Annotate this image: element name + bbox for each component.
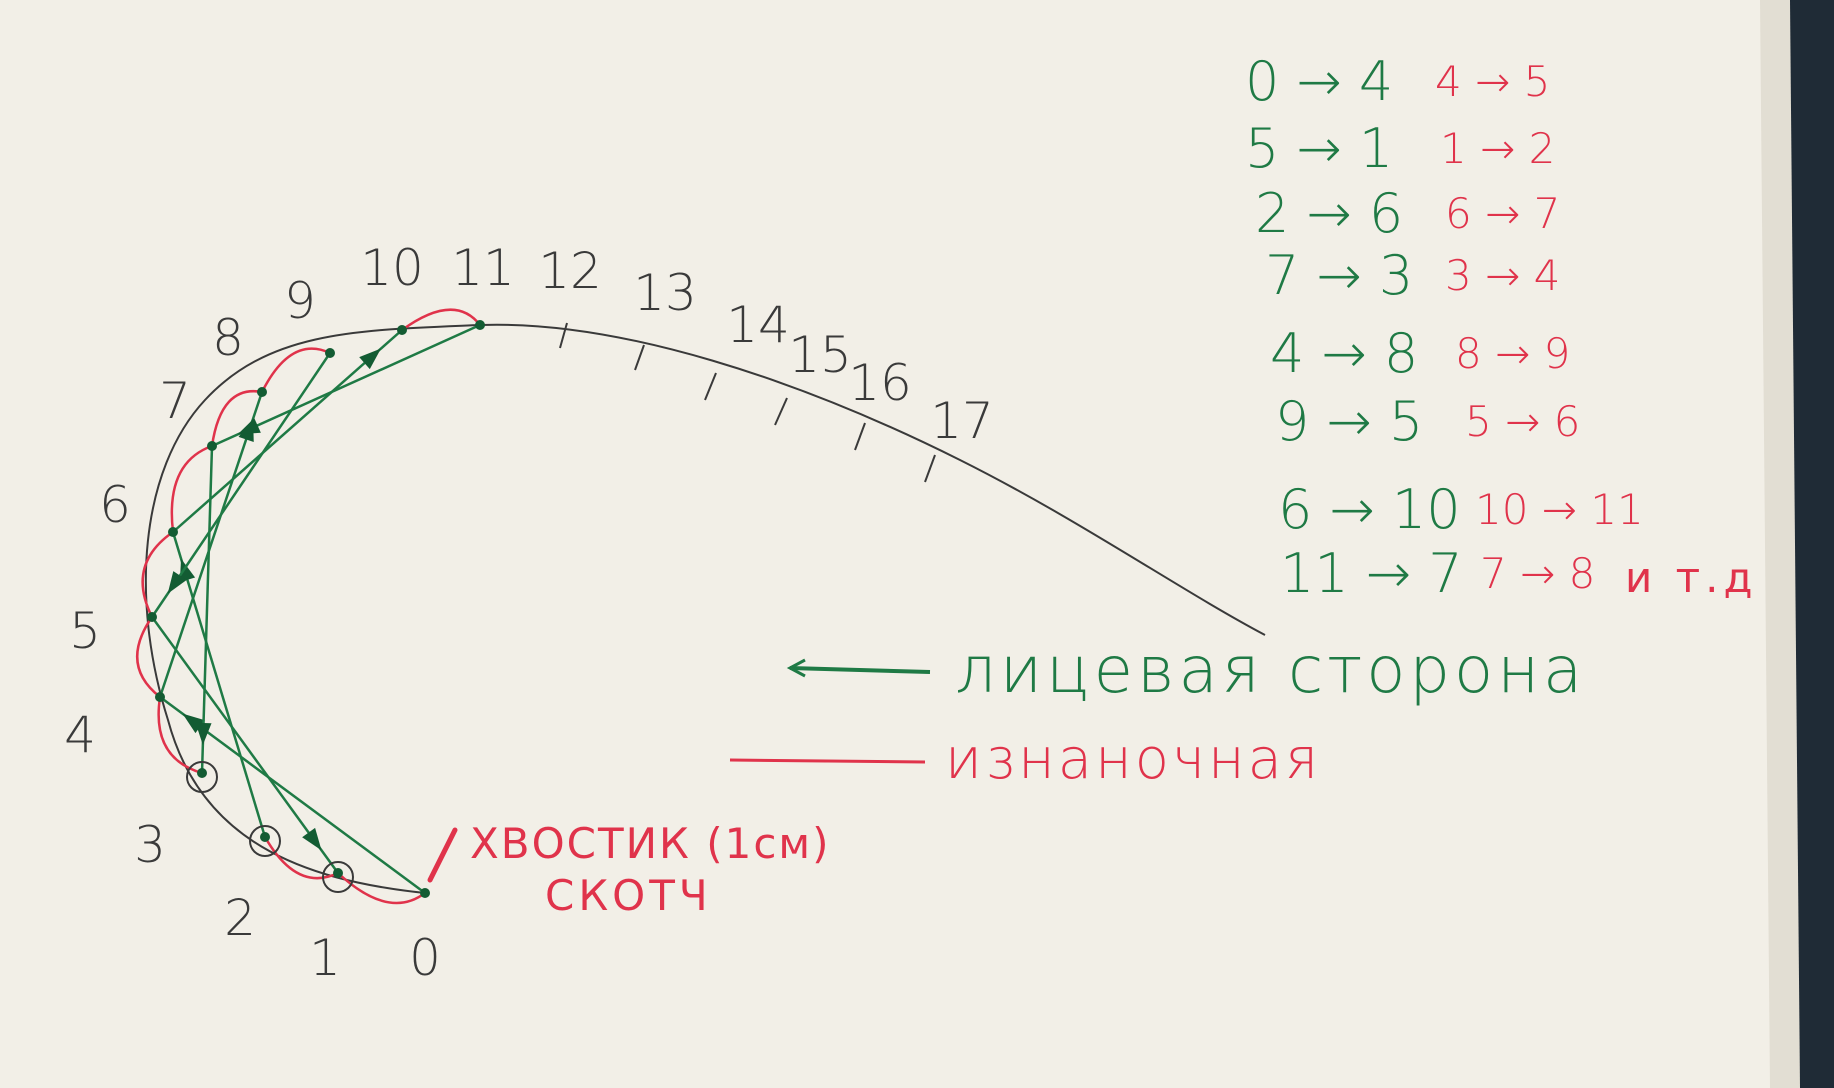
point-dot-10 xyxy=(397,325,407,335)
red-hop-1-2 xyxy=(263,836,339,880)
green-thread-2-6 xyxy=(171,531,267,838)
red-step-2: 6 → 7 xyxy=(1445,189,1560,238)
green-arrowhead-5-1 xyxy=(302,827,322,851)
green-arrowhead-6-10 xyxy=(359,348,382,370)
point-label-12: 12 xyxy=(538,242,602,300)
point-dot-2 xyxy=(260,832,270,842)
red-step-3: 3 → 4 xyxy=(1445,251,1560,300)
point-dot-11 xyxy=(475,320,485,330)
green-step-5: 9 → 5 xyxy=(1275,390,1423,453)
red-hop-7-8 xyxy=(210,389,263,447)
point-label-3: 3 xyxy=(134,816,166,874)
point-label-14: 14 xyxy=(726,296,790,354)
red-step-0: 4 → 5 xyxy=(1435,57,1550,106)
point-label-5: 5 xyxy=(69,602,101,660)
point-dot-9 xyxy=(325,348,335,358)
red-hop-10-11 xyxy=(401,308,481,332)
legend-back-label: изнаночная xyxy=(945,727,1321,792)
green-arrowhead-9-5 xyxy=(167,571,187,594)
point-label-4: 4 xyxy=(64,706,96,764)
red-step-7: 7 → 8 xyxy=(1480,549,1595,598)
point-dot-1 xyxy=(333,868,343,878)
legend-front-label: лицевая сторона xyxy=(955,634,1586,708)
green-step-3: 7 → 3 xyxy=(1265,244,1413,307)
point-label-13: 13 xyxy=(633,264,697,322)
green-thread-5-1 xyxy=(150,616,340,874)
green-step-2: 2 → 6 xyxy=(1255,182,1403,245)
green-step-7: 11 → 7 xyxy=(1280,542,1463,605)
point-label-15: 15 xyxy=(788,326,852,384)
point-label-11: 11 xyxy=(451,239,515,297)
green-thread-lines xyxy=(150,323,481,895)
green-arrowhead-7-3 xyxy=(195,722,212,746)
point-ring-1 xyxy=(322,861,354,893)
tail-note-line2: СКОТЧ xyxy=(545,871,712,920)
red-step-6: 10 → 11 xyxy=(1475,485,1644,534)
red-hop-8-9 xyxy=(260,347,331,393)
stitch-curve xyxy=(144,323,1266,894)
point-dot-8 xyxy=(257,387,267,397)
tick-16 xyxy=(854,422,866,451)
green-arrowhead-11-7 xyxy=(237,418,261,435)
tick-marks xyxy=(559,322,936,483)
red-hop-arcs xyxy=(135,308,481,905)
red-hop-3-4 xyxy=(157,696,203,775)
sequence-etc: и т.д xyxy=(1625,553,1758,602)
tick-17 xyxy=(924,454,936,483)
paper-curl xyxy=(1760,0,1800,1088)
point-dot-7 xyxy=(207,441,217,451)
legend-arrow-head xyxy=(786,658,806,678)
point-ring-3 xyxy=(186,761,218,793)
tick-14 xyxy=(704,372,717,401)
point-label-17: 17 xyxy=(930,392,994,450)
tail-note-line1: ХВОСТИК (1см) xyxy=(470,819,830,868)
point-label-2: 2 xyxy=(224,889,256,947)
red-hop-5-6 xyxy=(141,530,174,618)
point-label-6: 6 xyxy=(99,476,131,534)
tail-mark xyxy=(427,827,458,883)
point-dot-0 xyxy=(420,888,430,898)
red-hop-4-5 xyxy=(135,616,161,698)
tick-15 xyxy=(774,397,788,426)
red-hop-6-7 xyxy=(170,444,213,533)
point-label-10: 10 xyxy=(360,239,424,297)
green-thread-4-8 xyxy=(158,391,264,698)
green-arrowhead-0-4 xyxy=(182,713,205,734)
point-dot-5 xyxy=(147,612,157,622)
legend-red-line xyxy=(729,758,926,764)
green-thread-6-10 xyxy=(172,329,403,533)
tick-13 xyxy=(634,344,645,371)
tick-12 xyxy=(559,322,568,349)
red-step-1: 1 → 2 xyxy=(1440,124,1555,173)
point-dot-6 xyxy=(168,527,178,537)
point-label-16: 16 xyxy=(848,354,912,412)
legend-green-line xyxy=(789,666,931,674)
red-hop-0-1 xyxy=(337,872,426,905)
point-ring-2 xyxy=(249,825,281,857)
point-marks xyxy=(147,320,485,898)
green-step-6: 6 → 10 xyxy=(1278,478,1461,541)
green-step-1: 5 → 1 xyxy=(1245,117,1393,180)
point-label-9: 9 xyxy=(284,272,316,330)
point-dot-3 xyxy=(197,768,207,778)
point-label-7: 7 xyxy=(159,372,191,430)
red-step-4: 8 → 9 xyxy=(1455,329,1570,378)
point-label-8: 8 xyxy=(212,309,244,367)
green-step-0: 0 → 4 xyxy=(1245,50,1393,113)
point-label-0: 0 xyxy=(409,929,441,987)
green-arrowhead-2-6 xyxy=(179,558,196,583)
point-label-1: 1 xyxy=(309,929,341,987)
green-thread-9-5 xyxy=(150,352,332,618)
point-dot-4 xyxy=(155,692,165,702)
green-step-4: 4 → 8 xyxy=(1270,322,1418,385)
red-step-5: 5 → 6 xyxy=(1465,397,1580,446)
